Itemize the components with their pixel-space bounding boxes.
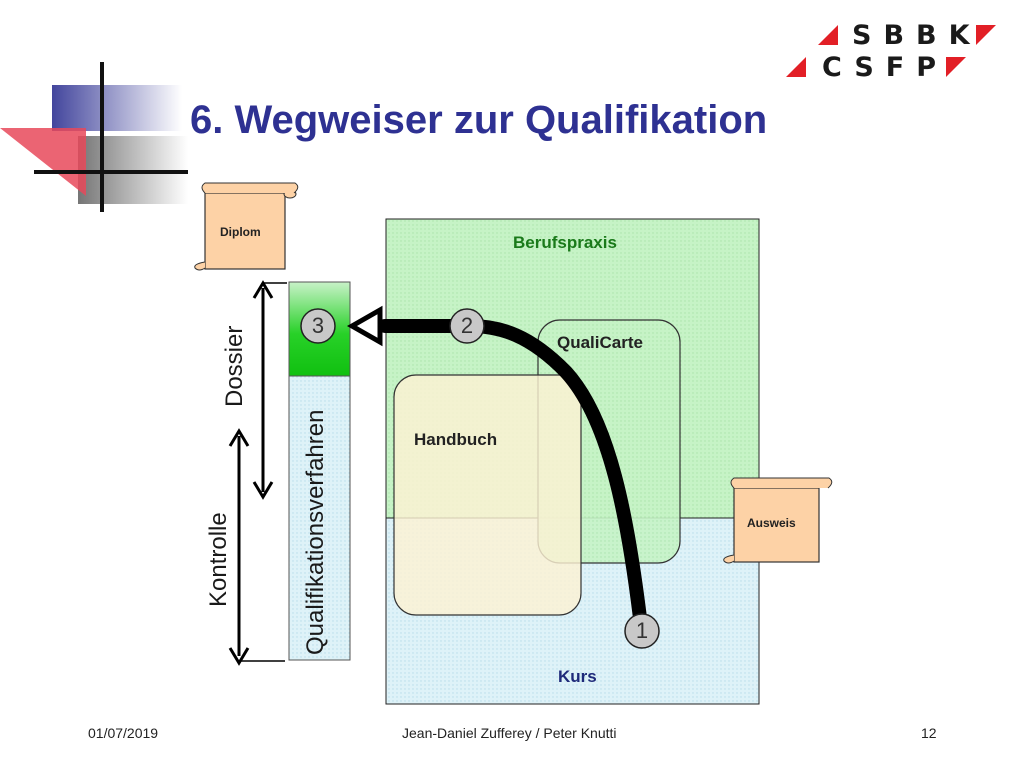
dossier-label: Dossier <box>221 325 248 407</box>
qualicarte-label: QualiCarte <box>557 333 643 352</box>
path-arrowhead <box>346 305 383 347</box>
node-1-label: 1 <box>635 618 649 643</box>
node-3-label: 3 <box>311 313 325 338</box>
footer-date: 01/07/2019 <box>88 725 159 741</box>
diplom-label: Diplom <box>220 225 261 239</box>
handbuch-label: Handbuch <box>414 430 498 449</box>
diplom-scroll <box>194 182 299 271</box>
berufspraxis-label: Berufspraxis <box>513 233 617 252</box>
node-2-label: 2 <box>460 313 474 338</box>
handbuch-box <box>393 374 582 616</box>
qualification-path <box>378 319 647 625</box>
qualifikationsverfahren-label: Qualifikationsverfahren <box>302 409 329 655</box>
kurs-label: Kurs <box>558 667 597 686</box>
ausweis-label: Ausweis <box>747 516 796 530</box>
ausweis-scroll <box>723 477 833 564</box>
qv-bar-bottom <box>288 375 351 661</box>
node-2 <box>449 308 485 344</box>
footer-page-number: 12 <box>921 725 937 741</box>
dossier-double-arrow <box>252 280 274 500</box>
node-3 <box>300 308 336 344</box>
kontrolle-label: Kontrolle <box>205 512 232 607</box>
corner-decoration <box>0 62 188 212</box>
kontrolle-double-arrow <box>228 428 250 666</box>
logo-csfp: CSFP <box>822 52 948 83</box>
node-1 <box>624 613 660 649</box>
logo-sbbk: SBBK <box>852 20 982 51</box>
footer-authors: Jean-Daniel Zufferey / Peter Knutti <box>402 725 617 741</box>
slide-title: 6. Wegweiser zur Qualifikation <box>190 98 768 142</box>
logo-triangles <box>786 25 996 77</box>
